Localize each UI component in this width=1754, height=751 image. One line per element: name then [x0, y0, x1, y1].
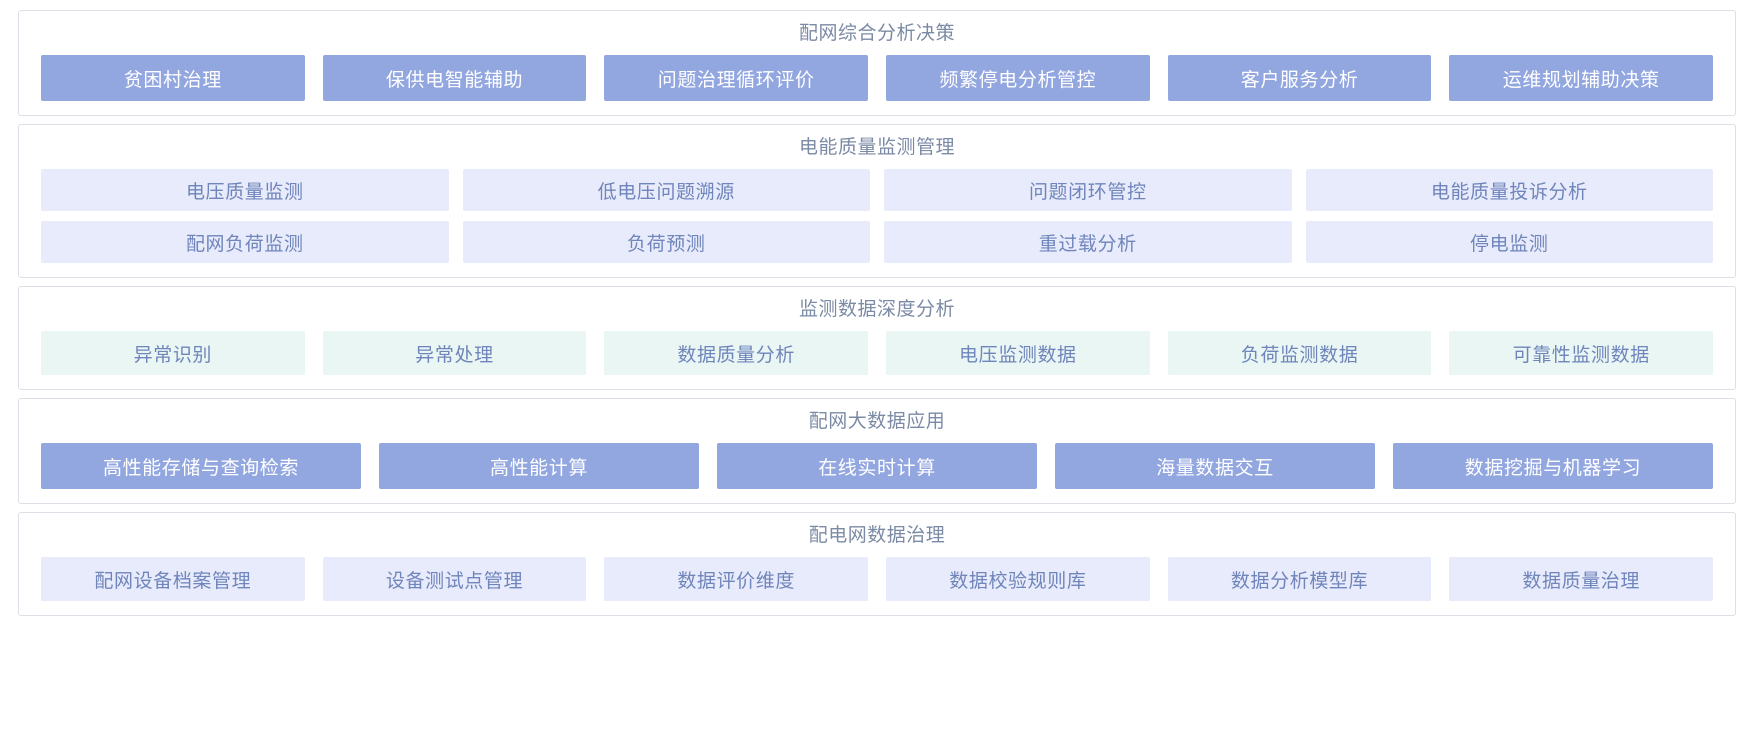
- module-button-yichang-shibie[interactable]: 异常识别: [41, 331, 305, 375]
- module-button-dianneng-zhiliang-tousu-fenxi[interactable]: 电能质量投诉分析: [1305, 169, 1713, 211]
- section-title: 配网综合分析决策: [798, 23, 955, 44]
- module-button-kekaoxing-jiance-shuju[interactable]: 可靠性监测数据: [1449, 331, 1714, 375]
- module-button-wenti-zhili-xunhuan-pingjia[interactable]: 问题治理循环评价: [604, 55, 869, 101]
- module-button-shuju-zhiliang-fenxi[interactable]: 数据质量分析: [604, 331, 869, 375]
- module-button-gaoxingneng-cunchu-yu-chaxun-jiansuo[interactable]: 高性能存储与查询检索: [41, 443, 361, 489]
- module-button-hailiang-shuju-jiaohu[interactable]: 海量数据交互: [1055, 443, 1375, 489]
- module-button-zaixian-shishi-jisuan[interactable]: 在线实时计算: [717, 443, 1037, 489]
- module-button-fuhe-jiance-shuju[interactable]: 负荷监测数据: [1167, 331, 1432, 375]
- button-row: 配网负荷监测 负荷预测 重过载分析 停电监测: [41, 221, 1713, 263]
- section-title: 电能质量监测管理: [798, 137, 955, 158]
- section-peidianwang-shuju-zhili: 配电网数据治理 配网设备档案管理 设备测试点管理 数据评价维度 数据校验规则库 …: [18, 512, 1736, 616]
- section-peiwang-zonghe-fenxi-juece: 配网综合分析决策 贫困村治理 保供电智能辅助 问题治理循环评价 频繁停电分析管控…: [18, 10, 1736, 116]
- module-button-wenti-bihuan-guankong[interactable]: 问题闭环管控: [884, 169, 1292, 211]
- module-button-dianya-jiance-shuju[interactable]: 电压监测数据: [886, 331, 1150, 375]
- module-button-gaoxingneng-jisuan[interactable]: 高性能计算: [379, 443, 699, 489]
- module-button-yunwei-guihua-fuzhu-juece[interactable]: 运维规划辅助决策: [1449, 55, 1714, 101]
- module-button-kehu-fuwu-fenxi[interactable]: 客户服务分析: [1167, 55, 1432, 101]
- module-button-fuhe-yuce[interactable]: 负荷预测: [462, 221, 870, 263]
- module-button-shebei-ceshidian-guanli[interactable]: 设备测试点管理: [322, 557, 587, 601]
- module-button-pinkuncun-zhili[interactable]: 贫困村治理: [41, 55, 305, 101]
- module-button-shuju-xiaoyan-guizeku[interactable]: 数据校验规则库: [886, 557, 1150, 601]
- button-row: 配网设备档案管理 设备测试点管理 数据评价维度 数据校验规则库 数据分析模型库 …: [41, 557, 1714, 601]
- module-button-baogongdian-zhineng-fuzhu[interactable]: 保供电智能辅助: [322, 55, 587, 101]
- module-button-shuju-pingjia-weidu[interactable]: 数据评价维度: [604, 557, 869, 601]
- button-row: 贫困村治理 保供电智能辅助 问题治理循环评价 频繁停电分析管控 客户服务分析 运…: [41, 55, 1714, 101]
- section-peiwang-dashuju-yingyong: 配网大数据应用 高性能存储与查询检索 高性能计算 在线实时计算 海量数据交互 数…: [18, 398, 1736, 504]
- button-row: 异常识别 异常处理 数据质量分析 电压监测数据 负荷监测数据 可靠性监测数据: [41, 331, 1714, 375]
- module-button-peiwang-fuhe-jiance[interactable]: 配网负荷监测: [41, 221, 449, 263]
- section-title: 配电网数据治理: [808, 525, 946, 546]
- module-button-zhongguozai-fenxi[interactable]: 重过载分析: [884, 221, 1292, 263]
- module-button-shuju-zhiliang-zhili[interactable]: 数据质量治理: [1449, 557, 1714, 601]
- section-title: 配网大数据应用: [808, 411, 946, 432]
- module-button-dianya-zhiliang-jiance[interactable]: 电压质量监测: [41, 169, 449, 211]
- module-button-tingdian-jiance[interactable]: 停电监测: [1305, 221, 1713, 263]
- module-button-yichang-chuli[interactable]: 异常处理: [322, 331, 587, 375]
- section-dianneng-zhiliang-jiance-guanli: 电能质量监测管理 电压质量监测 低电压问题溯源 问题闭环管控 电能质量投诉分析 …: [18, 124, 1736, 278]
- section-title: 监测数据深度分析: [798, 299, 955, 320]
- module-button-shuju-wajue-yu-jiqi-xuexi[interactable]: 数据挖掘与机器学习: [1393, 443, 1713, 489]
- button-row: 高性能存储与查询检索 高性能计算 在线实时计算 海量数据交互 数据挖掘与机器学习: [41, 443, 1713, 489]
- section-jiance-shuju-shendu-fenxi: 监测数据深度分析 异常识别 异常处理 数据质量分析 电压监测数据 负荷监测数据 …: [18, 286, 1736, 390]
- button-row: 电压质量监测 低电压问题溯源 问题闭环管控 电能质量投诉分析: [41, 169, 1713, 211]
- module-button-pinfan-tingdian-fenxi-guankong[interactable]: 频繁停电分析管控: [886, 55, 1150, 101]
- module-button-didianya-wenti-suyuan[interactable]: 低电压问题溯源: [462, 169, 870, 211]
- module-button-peiwang-shebei-dangan-guanli[interactable]: 配网设备档案管理: [41, 557, 305, 601]
- module-button-shuju-fenxi-moxingku[interactable]: 数据分析模型库: [1167, 557, 1432, 601]
